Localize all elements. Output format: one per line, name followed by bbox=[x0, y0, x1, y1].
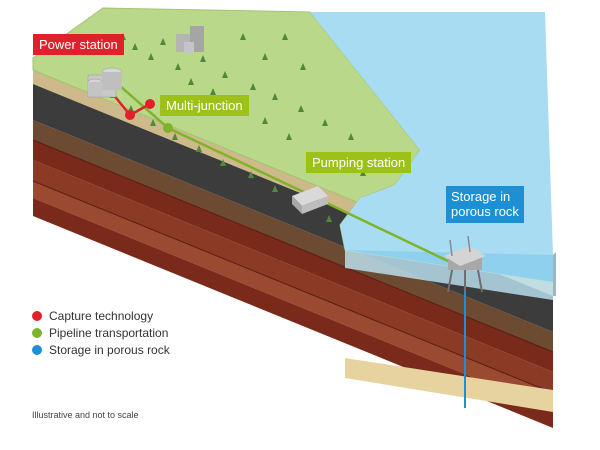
offshore-platform-illustration bbox=[444, 235, 486, 293]
storage-label: Storage in porous rock bbox=[451, 189, 519, 219]
pumping-station-callout: Pumping station bbox=[306, 152, 412, 173]
junction-dot bbox=[163, 123, 173, 133]
legend-label: Pipeline transportation bbox=[49, 325, 169, 340]
trees bbox=[110, 33, 366, 222]
power-station-label: Power station bbox=[39, 37, 118, 52]
power-station-illustration bbox=[87, 67, 123, 98]
legend-swatch bbox=[32, 310, 42, 321]
pumping-station-label: Pumping station bbox=[312, 155, 406, 170]
multi-junction-label: Multi-junction bbox=[166, 98, 243, 113]
factory-buildings bbox=[176, 26, 204, 54]
storage-callout: Storage in porous rock bbox=[446, 186, 524, 223]
legend-swatch bbox=[32, 344, 42, 355]
legend-swatch bbox=[32, 327, 42, 338]
legend-label: Capture technology bbox=[49, 308, 154, 323]
legend-item-pipeline: Pipeline transportation bbox=[32, 324, 170, 341]
capture-dot bbox=[145, 99, 155, 109]
legend-label: Storage in porous rock bbox=[49, 342, 170, 357]
legend: Capture technology Pipeline transportati… bbox=[32, 307, 170, 358]
legend-item-storage: Storage in porous rock bbox=[32, 341, 170, 358]
side-strata bbox=[553, 252, 556, 296]
front-strata bbox=[32, 70, 554, 428]
legend-item-capture: Capture technology bbox=[32, 307, 170, 324]
multi-junction-callout: Multi-junction bbox=[160, 95, 249, 116]
power-station-callout: Power station bbox=[33, 34, 124, 55]
porous-rock-layer bbox=[345, 358, 553, 412]
capture-dot bbox=[125, 110, 135, 120]
scale-disclaimer: Illustrative and not to scale bbox=[32, 410, 139, 420]
pumping-station-illustration bbox=[292, 186, 328, 214]
